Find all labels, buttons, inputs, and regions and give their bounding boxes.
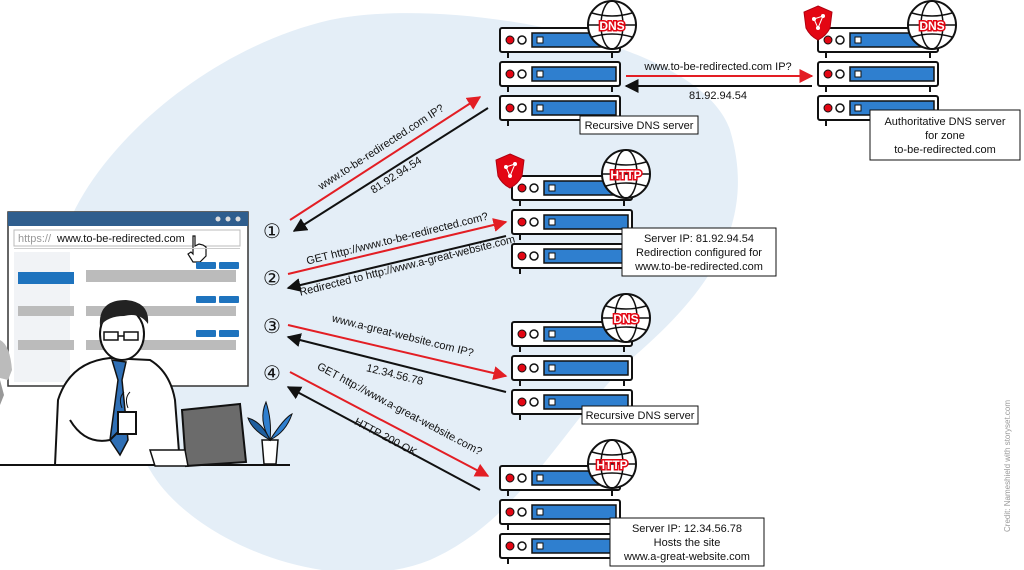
arrow-request [289, 96, 482, 221]
nav-highlight[interactable] [18, 272, 74, 284]
server-badge: HTTP [596, 458, 627, 472]
window-dot-icon [235, 216, 241, 222]
address-bar[interactable] [13, 229, 241, 247]
server-label-line: www.a-great-website.com [623, 551, 750, 563]
server-label-line: for zone [925, 130, 965, 142]
plant-icon [261, 439, 279, 465]
server-label-line: Authoritative DNS server [884, 116, 1005, 128]
content-button[interactable] [196, 330, 216, 337]
arrow-response [286, 386, 481, 491]
user-at-laptop-illustration [0, 300, 293, 468]
arrow-response [286, 235, 507, 292]
server-label-line: to-be-redirected.com [894, 144, 996, 156]
http-redirect-server: HTTP Server IP: 81.92.94.54 Redirection … [495, 149, 777, 277]
content-button[interactable] [196, 262, 216, 269]
arrow-response [292, 107, 489, 232]
arrow-request [287, 218, 508, 275]
server-label-line: Server IP: 12.34.56.78 [632, 523, 742, 535]
server-badge: HTTP [610, 168, 641, 182]
server-label-line: Hosts the site [654, 537, 721, 549]
dns-response-label: 81.92.94.54 [689, 90, 747, 102]
server-label: Recursive DNS server [586, 410, 695, 422]
server-label-line: Server IP: 81.92.94.54 [644, 233, 754, 245]
arrow-request [287, 324, 508, 380]
server-badge: DNS [613, 312, 638, 326]
authoritative-dns-server: DNS Authoritative DNS server for zone to… [803, 0, 1021, 161]
browser-window: https:// www.to-be-redirected.com [7, 211, 249, 387]
credit-text: Credit: Nameshield with storyset.com [1003, 400, 1012, 532]
laptop-icon [180, 402, 248, 468]
window-dot-icon [215, 216, 221, 222]
server-badge: DNS [599, 19, 624, 33]
step-marker: ④ [263, 361, 281, 385]
coffee-cup-icon [117, 411, 137, 435]
server-label: Recursive DNS server [585, 120, 694, 132]
arrow-request [289, 371, 490, 477]
url-host: www.to-be-redirected.com [56, 233, 185, 245]
server-label-line: www.to-be-redirected.com [634, 261, 763, 273]
content-button[interactable] [219, 330, 239, 337]
dns-request-label: www.to-be-redirected.com IP? [643, 61, 791, 73]
url-scheme: https:// [18, 233, 52, 245]
step-marker: ③ [263, 314, 281, 338]
server-label-line: Redirection configured for [636, 247, 762, 259]
content-button[interactable] [196, 296, 216, 303]
arrow-response [286, 333, 507, 393]
server-badge: DNS [919, 19, 944, 33]
recursive-dns-server-bottom: DNS Recursive DNS server [511, 293, 699, 425]
step-marker: ① [263, 219, 281, 243]
dns-exchange: www.to-be-redirected.com IP? 81.92.94.54 [624, 61, 814, 102]
recursive-dns-server-top: DNS Recursive DNS server [499, 0, 699, 135]
window-dot-icon [225, 216, 231, 222]
content-button[interactable] [219, 296, 239, 303]
step-marker: ② [263, 266, 281, 290]
http-target-server: HTTP Server IP: 12.34.56.78 Hosts the si… [499, 439, 765, 567]
content-button[interactable] [219, 262, 239, 269]
